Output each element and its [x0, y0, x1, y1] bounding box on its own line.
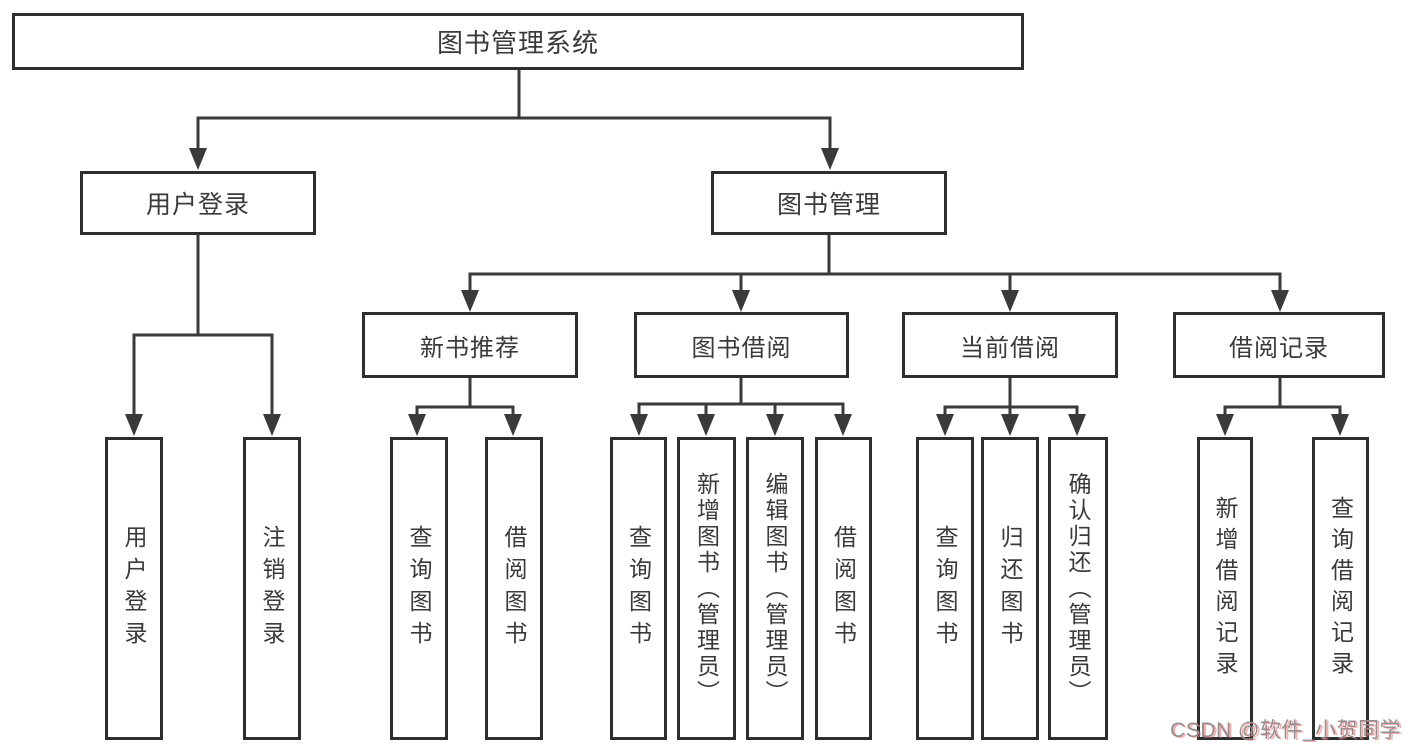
- node-new-book-recommend: 新书推荐: [362, 312, 578, 378]
- leaf-user-login: 用户登录: [105, 437, 163, 740]
- node-borrow-records: 借阅记录: [1173, 312, 1385, 378]
- leaf-return-book: 归还图书: [981, 437, 1039, 740]
- leaf-user-login-label: 用户登录: [121, 524, 147, 653]
- node-user-login-label: 用户登录: [145, 191, 250, 219]
- node-book-management: 图书管理: [711, 171, 947, 235]
- leaf-edit-book-admin-label: 编辑图书（管理员）: [762, 471, 788, 706]
- leaf-edit-book-admin: 编辑图书（管理员）: [746, 437, 804, 740]
- node-book-borrowing: 图书借阅: [634, 312, 849, 378]
- leaf-query-books-current-label: 查询图书: [932, 524, 958, 653]
- leaf-query-borrow-record-label: 查询借阅记录: [1327, 495, 1354, 682]
- leaf-add-borrow-record-label: 新增借阅记录: [1212, 495, 1238, 682]
- leaf-borrow-books-recommend: 借阅图书: [485, 437, 543, 740]
- leaf-confirm-return-admin: 确认归还（管理员）: [1048, 437, 1108, 740]
- leaf-add-book-admin-label: 新增图书（管理员）: [693, 471, 720, 706]
- leaf-borrow-books: 借阅图书: [815, 437, 872, 740]
- node-current-borrowing-label: 当前借阅: [960, 334, 1060, 362]
- leaf-query-books-borrowing-label: 查询图书: [625, 524, 652, 653]
- leaf-borrow-books-recommend-label: 借阅图书: [501, 524, 527, 653]
- node-current-borrowing: 当前借阅: [902, 312, 1118, 378]
- leaf-query-books-current: 查询图书: [916, 437, 974, 740]
- leaf-add-borrow-record: 新增借阅记录: [1197, 437, 1253, 740]
- leaf-return-book-label: 归还图书: [997, 524, 1023, 653]
- leaf-query-books-recommend: 查询图书: [390, 437, 448, 740]
- leaf-query-books-borrowing: 查询图书: [610, 437, 667, 740]
- leaf-query-books-recommend-label: 查询图书: [406, 524, 432, 653]
- node-root-label: 图书管理系统: [436, 28, 599, 58]
- node-new-book-recommend-label: 新书推荐: [420, 334, 520, 362]
- node-root: 图书管理系统: [12, 13, 1024, 70]
- leaf-borrow-books-label: 借阅图书: [830, 524, 857, 653]
- node-borrow-records-label: 借阅记录: [1229, 334, 1329, 362]
- leaf-query-borrow-record: 查询借阅记录: [1312, 437, 1369, 740]
- leaf-add-book-admin: 新增图书（管理员）: [677, 437, 736, 740]
- node-book-borrowing-label: 图书借阅: [691, 334, 792, 362]
- watermark: CSDN @软件_小贺同学: [1170, 719, 1401, 742]
- node-user-login: 用户登录: [80, 171, 316, 235]
- leaf-logout-label: 注销登录: [259, 524, 285, 653]
- leaf-logout: 注销登录: [243, 437, 301, 740]
- leaf-confirm-return-admin-label: 确认归还（管理员）: [1065, 471, 1091, 706]
- node-book-management-label: 图书管理: [776, 191, 881, 219]
